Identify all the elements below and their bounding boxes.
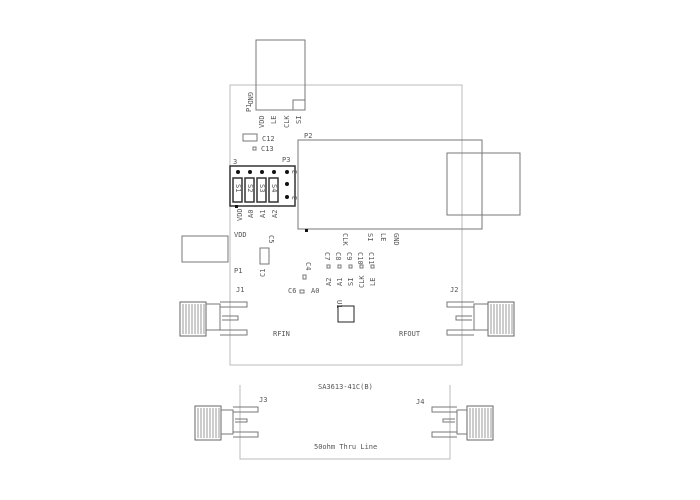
net-a2-label: A2 — [325, 278, 333, 286]
switch-s1 — [232, 177, 243, 203]
p2-pin1-marker — [305, 229, 308, 232]
c5-label: C5 — [267, 235, 275, 243]
p1-bottom-ref: P1 — [234, 267, 242, 275]
c9-label: C9 — [345, 252, 353, 260]
j1-sma-body — [179, 301, 207, 337]
p3-a2-label: A2 — [271, 210, 279, 218]
p3-a1-label: A1 — [259, 210, 267, 218]
j1-label: J1 — [236, 286, 244, 294]
p2-clk-label: CLK — [341, 233, 349, 246]
p1-top-ref: P1 — [245, 104, 253, 112]
net-si-label: SI — [347, 278, 355, 286]
p1-gnd-label: GND — [246, 92, 254, 105]
j4-footprint — [431, 406, 467, 438]
p3-side-label-top: 3 — [291, 170, 299, 174]
c12-footprint — [242, 133, 258, 142]
a0-label: A0 — [311, 287, 319, 295]
switch-s4 — [268, 177, 279, 203]
switch-s4-label: S4 — [270, 184, 278, 192]
p2-overhang — [446, 152, 521, 216]
j2-footprint — [446, 301, 488, 336]
u1-label: U1 — [335, 300, 343, 308]
c11-label: C11 — [367, 252, 375, 265]
decoupling-caps: C7 C8 C9 C10 C11 A2 A1 SI CLK LE — [323, 252, 377, 288]
j1-footprint — [206, 301, 248, 336]
c6-label: C6 — [288, 287, 296, 295]
p1-bottom-connector — [181, 235, 229, 263]
net-clk-label: CLK — [358, 275, 366, 288]
p3-pin1-marker — [235, 205, 238, 208]
j3-sma-body — [194, 405, 222, 441]
p3-pins — [236, 170, 289, 199]
p3-vdd-label: VDD — [236, 208, 244, 221]
net-le-label: LE — [369, 278, 377, 286]
p1-top-connector — [255, 39, 306, 111]
p3-pin1-label: 3 — [233, 158, 237, 166]
switch-s3-label: S3 — [258, 184, 266, 192]
p1-clk-label: CLK — [283, 115, 291, 128]
p3-header — [229, 165, 296, 207]
p3-side-label-bottom: 3 — [291, 196, 299, 200]
c13-footprint — [252, 146, 257, 151]
p2-connector — [297, 139, 483, 230]
net-a1-label: A1 — [336, 278, 344, 286]
thru-board-part-label: SA3613-41C(B) — [318, 383, 373, 391]
j3-label: J3 — [259, 396, 267, 404]
c1-label: C1 — [259, 269, 267, 277]
switch-s2-label: S2 — [246, 184, 254, 192]
c13-label: C13 — [261, 145, 274, 153]
p2-ref: P2 — [304, 132, 312, 140]
p2-le-label: LE — [379, 233, 387, 241]
c10-label: C10 — [356, 252, 364, 265]
c7-label: C7 — [323, 252, 331, 260]
thru-line-caption: 50ohm Thru Line — [314, 443, 377, 451]
u1-chip — [337, 305, 355, 323]
main-board-outline — [229, 84, 463, 366]
c4-footprint — [302, 274, 307, 280]
p1-si-label: SI — [295, 116, 303, 124]
p3-ref: P3 — [282, 156, 290, 164]
j2-label: J2 — [450, 286, 458, 294]
rfin-label: RFIN — [273, 330, 290, 338]
p3-a0-label: A0 — [247, 210, 255, 218]
j2-sma-body — [487, 301, 515, 337]
p1-vdd-label: VDD — [258, 115, 266, 128]
j4-sma-body — [466, 405, 494, 441]
switch-s3 — [256, 177, 267, 203]
rfout-label: RFOUT — [399, 330, 421, 338]
p1-pin1-marker — [292, 99, 306, 111]
vdd-label: VDD — [234, 231, 247, 239]
c12-label: C12 — [262, 135, 275, 143]
p2-gnd-label: GND — [392, 233, 400, 246]
c1-footprint — [259, 247, 270, 265]
j3-footprint — [221, 406, 259, 438]
p2-si-label: SI — [366, 233, 374, 241]
c4-label: C4 — [304, 262, 312, 270]
j4-label: J4 — [416, 398, 424, 406]
switch-s1-label: S1 — [234, 184, 242, 192]
switch-s2 — [244, 177, 255, 203]
p1-le-label: LE — [270, 116, 278, 124]
c6-footprint — [299, 289, 305, 294]
c8-label: C8 — [334, 252, 342, 260]
